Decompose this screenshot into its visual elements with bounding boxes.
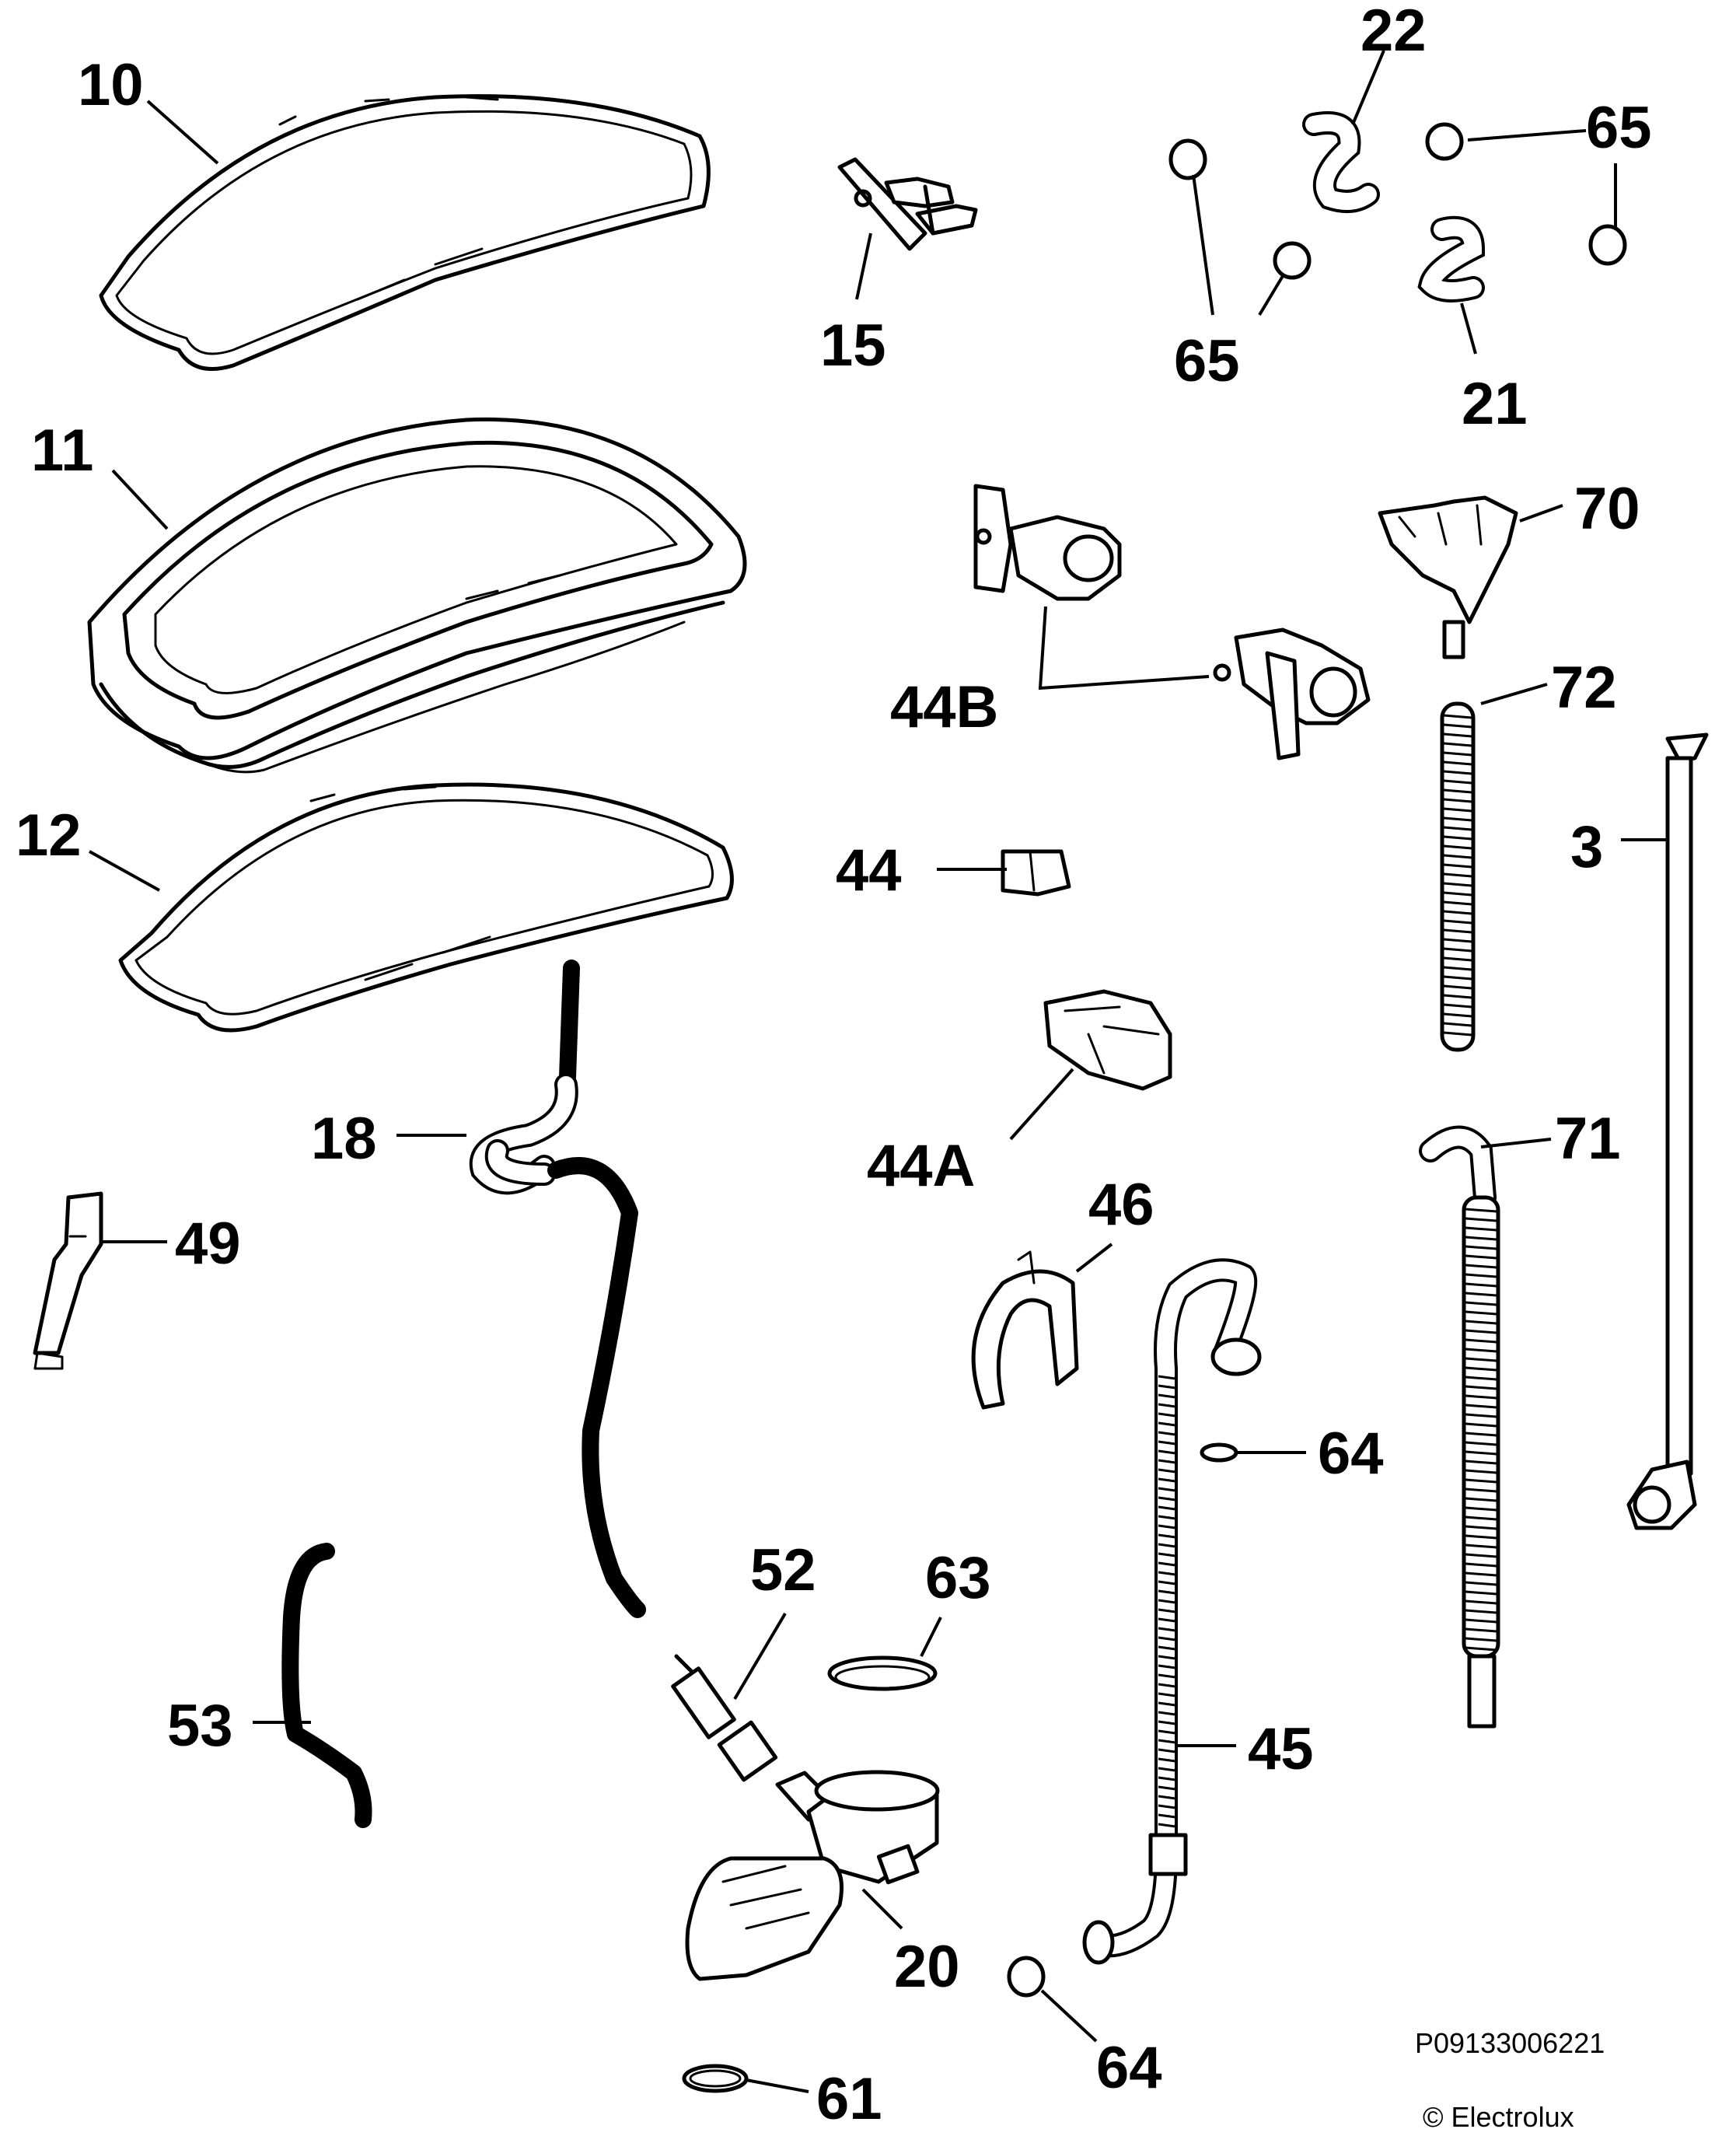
callout-70: 70 [1574,476,1640,542]
callouts: 10 11 12 15 22 65 65 21 70 44B 72 3 44 4… [16,0,1652,2133]
copyright-text: © Electrolux [1423,2101,1574,2133]
callout-65-a: 65 [1586,95,1652,161]
callout-64-b: 64 [1096,2035,1162,2101]
part-12-seal-ring [118,782,734,1033]
callout-44: 44 [836,837,902,904]
part-65-clamp-d [1588,224,1627,266]
callout-22: 22 [1361,0,1427,64]
part-3-rod [1626,732,1709,1530]
part-44b-clip-upper [973,484,1122,601]
callout-45: 45 [1248,1716,1314,1782]
callout-71: 71 [1555,1106,1621,1172]
diagram-code: P09133006221 [1415,2027,1605,2059]
callout-61: 61 [816,2066,882,2132]
part-15-valve [837,157,978,251]
callout-10: 10 [78,52,144,118]
part-10-seal-ring [99,94,711,371]
part-21-bent-hose [1417,215,1486,302]
callout-65-b: 65 [1174,328,1240,394]
part-52-sensor [671,1654,778,1782]
part-18-drain-hose [469,960,646,1618]
part-44a-clip-block [1043,989,1172,1091]
part-65-clamp-a [1168,138,1207,180]
callout-52: 52 [750,1537,816,1603]
part-44b-clip-lower [1213,628,1371,760]
callout-12: 12 [16,802,82,869]
part-44-clip [1001,849,1071,897]
callout-18: 18 [311,1106,377,1172]
callout-53: 53 [167,1693,233,1759]
callout-63: 63 [925,1545,991,1611]
callout-11: 11 [31,418,93,484]
callout-44b: 44B [890,674,998,740]
callout-72: 72 [1551,655,1617,721]
part-65-clamp-b [1425,122,1464,161]
callout-15: 15 [820,313,886,379]
part-71-hose [1419,1125,1500,1729]
leader-lines [89,50,1668,2093]
part-72-corrugated-tube [1440,701,1476,1052]
callout-21: 21 [1462,371,1528,437]
part-49-brush [33,1191,103,1370]
part-11-door-frame [87,417,747,774]
part-53-hose [281,1543,372,1828]
part-61-clamp [682,2064,749,2093]
callout-49: 49 [175,1211,241,1277]
part-64-clamp-b [1007,1956,1046,1998]
part-46-u-bracket [971,1250,1079,1410]
callout-44a: 44A [867,1133,975,1199]
callout-20: 20 [894,1934,960,2000]
part-70-nozzle [1378,495,1518,659]
part-63-clamp-ring [827,1655,938,1691]
part-22-bent-hose [1302,111,1380,213]
callout-3: 3 [1570,814,1603,880]
part-20-sump-hose [685,1770,940,1981]
part-64-clamp-a [1200,1442,1238,1463]
part-65-clamp-c [1273,241,1312,280]
callout-46: 46 [1088,1172,1154,1238]
part-45-drain-hose [1082,1258,1262,1965]
callout-64-a: 64 [1318,1421,1384,1487]
